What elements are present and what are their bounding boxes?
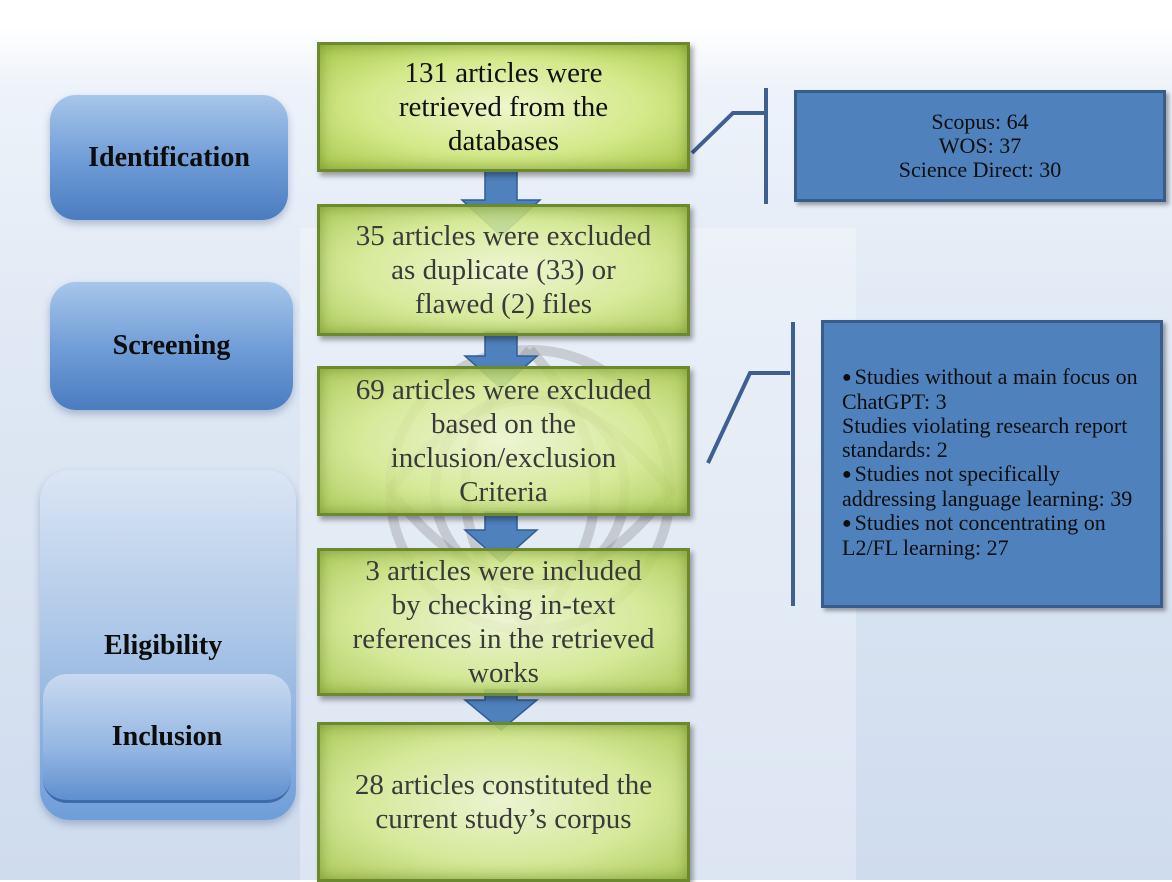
- stage-screening: Screening: [50, 282, 293, 410]
- stage-inclusion-label: Inclusion: [111, 721, 223, 752]
- criteria-item: Studies violating research report standa…: [842, 413, 1128, 462]
- connector-sources: [690, 111, 767, 155]
- step-corpus: 28 articles constituted the current stud…: [317, 722, 690, 882]
- step-criteria-text: 69 articles were excluded based on the i…: [355, 374, 652, 508]
- step-corpus-text: 28 articles constituted the current stud…: [354, 769, 653, 835]
- step-duplicates: 35 articles were excluded as duplicate (…: [317, 204, 690, 336]
- stage-identification: Identification: [50, 95, 288, 220]
- step-retrieved-text: 131 articles were retrieved from the dat…: [398, 57, 609, 157]
- stage-eligibility-label: Eligibility: [104, 630, 223, 661]
- bracket-sources: [764, 88, 768, 204]
- criteria-item: ●Studies not specifically addressing lan…: [842, 461, 1133, 511]
- step-intext: 3 articles were included by checking in-…: [317, 548, 690, 696]
- step-retrieved: 131 articles were retrieved from the dat…: [317, 42, 690, 172]
- criteria-box: ●Studies without a main focus on ChatGPT…: [821, 320, 1163, 608]
- criteria-item: ●Studies without a main focus on ChatGPT…: [842, 364, 1138, 414]
- bracket-criteria: [791, 322, 795, 606]
- sources-text: Scopus: 64 WOS: 37 Science Direct: 30: [898, 109, 1062, 182]
- step-criteria: 69 articles were excluded based on the i…: [317, 366, 690, 516]
- step-duplicates-text: 35 articles were excluded as duplicate (…: [355, 220, 652, 320]
- criteria-item: ●Studies not concentrating on L2/FL lear…: [842, 510, 1106, 560]
- step-intext-text: 3 articles were included by checking in-…: [352, 555, 655, 689]
- stage-identification-label: Identification: [88, 141, 250, 173]
- connector-criteria: [706, 371, 790, 464]
- stage-inclusion: Inclusion: [43, 674, 291, 803]
- stage-screening-label: Screening: [112, 330, 231, 361]
- sources-box: Scopus: 64 WOS: 37 Science Direct: 30: [794, 90, 1166, 202]
